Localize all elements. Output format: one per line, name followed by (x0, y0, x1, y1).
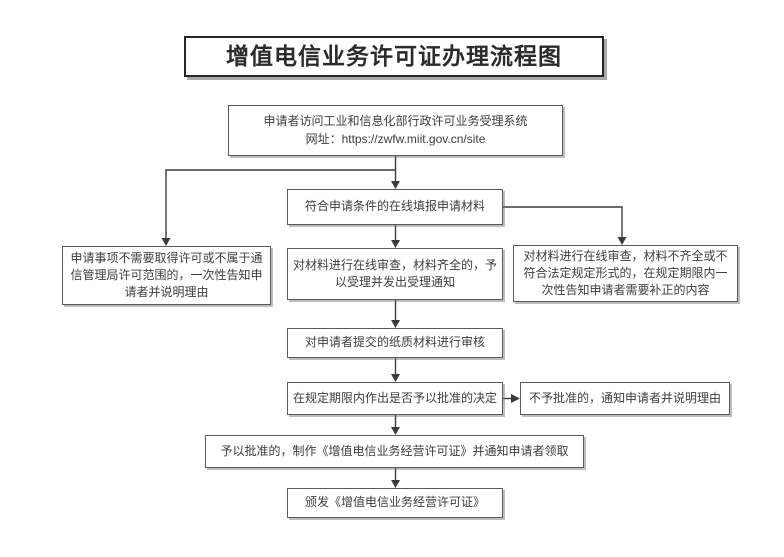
flow-node-paper-review: 对申请者提交的纸质材料进行审核 (287, 328, 503, 358)
flowchart-title: 增值电信业务许可证办理流程图 (184, 36, 604, 77)
issue-license-text: 颁发《增值电信业务经营许可证》 (304, 495, 485, 510)
visit-system-url: 网址：https://zwfw.miit.gov.cn/site (305, 131, 486, 146)
arrow-approved-to-issue (391, 468, 400, 488)
not-approved-text: 不予批准的，通知申请者并说明理由 (528, 390, 721, 405)
arrow-decision-to-not-approved (503, 394, 520, 403)
flow-node-supplement-materials: 对材料进行在线审查，材料不齐全或不符合法定规定形式的，在规定期限内一次性告知申请… (513, 245, 738, 302)
approved-text: 予以批准的，制作《增值电信业务经营许可证》并通知申请者领取 (220, 443, 569, 458)
fill-online-text: 符合申请条件的在线填报申请材料 (304, 199, 485, 214)
arrow-fill-to-supplement (503, 206, 627, 245)
accept-materials-text: 对材料进行在线审查，材料齐全的，予以受理并发出受理通知 (292, 257, 497, 289)
supplement-materials-text: 对材料进行在线审查，材料不齐全或不符合法定规定形式的，在规定期限内一次性告知申请… (523, 248, 728, 298)
paper-review-text: 对申请者提交的纸质材料进行审核 (304, 335, 485, 350)
flow-node-accept-materials: 对材料进行在线审查，材料齐全的，予以受理并发出受理通知 (287, 248, 503, 300)
out-of-scope-text: 申请事项不需要取得许可或不属于通信管理局许可范围的，一次性告知申请者并说明理由 (70, 250, 263, 300)
flowchart-title-text: 增值电信业务许可证办理流程图 (226, 43, 562, 70)
flow-node-approved: 予以批准的，制作《增值电信业务经营许可证》并通知申请者领取 (205, 435, 584, 468)
flow-node-not-approved: 不予批准的，通知申请者并说明理由 (520, 382, 730, 415)
flow-node-out-of-scope: 申请事项不需要取得许可或不属于通信管理局许可范围的，一次性告知申请者并说明理由 (62, 246, 271, 305)
arrow-accept-to-paper-review (391, 300, 400, 328)
visit-system-line1: 申请者访问工业和信息化部行政许可业务受理系统 (263, 114, 528, 129)
flow-node-issue-license: 颁发《增值电信业务经营许可证》 (287, 488, 503, 518)
arrow-decision-to-approved (391, 415, 400, 435)
arrow-fill-to-accept (391, 225, 400, 248)
arrow-paper-review-to-decision (391, 358, 400, 382)
flow-node-decision: 在规定期限内作出是否予以批准的决定 (287, 382, 503, 415)
arrow-visit-to-fill (391, 156, 400, 189)
flow-node-visit-system: 申请者访问工业和信息化部行政许可业务受理系统 网址：https://zwfw.m… (228, 105, 563, 156)
flow-node-fill-online: 符合申请条件的在线填报申请材料 (287, 189, 503, 225)
decision-text: 在规定期限内作出是否予以批准的决定 (292, 390, 497, 405)
